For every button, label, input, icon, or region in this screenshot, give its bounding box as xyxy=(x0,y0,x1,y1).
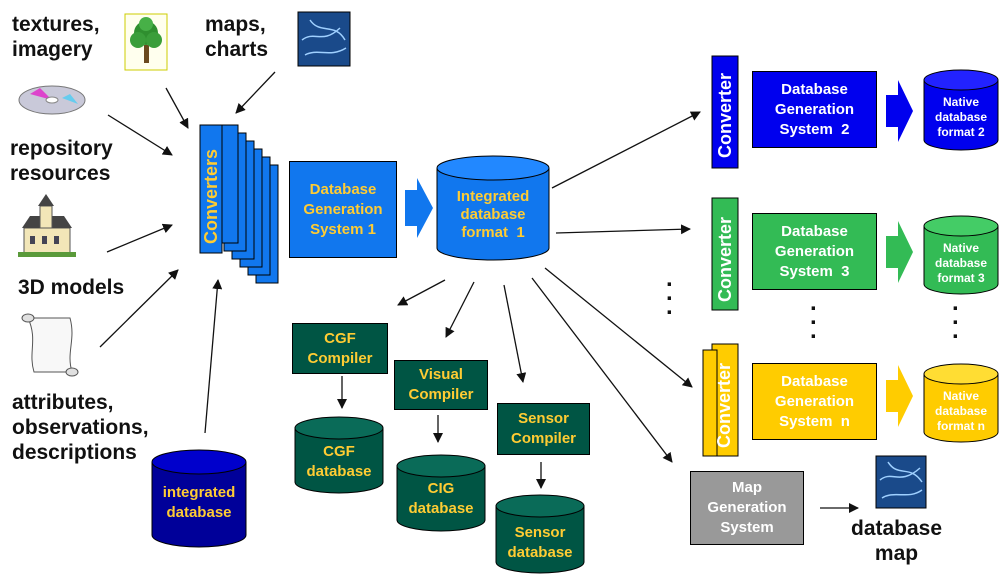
label-maps-charts: maps, charts xyxy=(205,13,269,61)
integrated-database-format-1: Integrated database format 1 xyxy=(456,188,530,241)
cgf-compiler: CGF Compiler xyxy=(292,323,388,374)
converters-label: Converters xyxy=(201,149,221,244)
native-database-format-3: Native database format 3 xyxy=(934,240,988,285)
dgs1-arrow xyxy=(405,178,433,238)
cgf-database: CGF database xyxy=(306,443,372,480)
sensor-compiler: Sensor Compiler xyxy=(497,403,590,455)
cgf-database-cylinder xyxy=(294,416,384,494)
label-textures-imagery: textures, imagery xyxy=(12,13,100,61)
sensor-database: Sensor database xyxy=(507,524,573,561)
label-database-map: database map xyxy=(851,517,943,565)
native-database-format-2: Native database format 2 xyxy=(934,94,988,139)
database-generation-system-2: Database Generation System 2 xyxy=(752,71,877,148)
converter-n: Converter xyxy=(702,343,739,457)
tree-icon xyxy=(124,13,168,71)
native-database-format-n: Native database format n xyxy=(934,388,988,433)
label-attributes: attributes, observations, descriptions xyxy=(12,391,149,464)
input-arrows xyxy=(99,71,276,434)
database-generation-system-3: Database Generation System 3 xyxy=(752,213,877,290)
label-3d-models: 3D models xyxy=(18,276,125,299)
dgs3-arrow xyxy=(886,221,913,283)
ellipsis-dots: . . . xyxy=(952,289,959,344)
database-generation-system-1: Database Generation System 1 xyxy=(289,161,397,258)
visual-compiler: Visual Compiler xyxy=(394,360,488,410)
integrated-database-cylinder xyxy=(151,449,247,548)
converters-stack: Converters xyxy=(199,124,279,284)
dgsn-arrow xyxy=(886,365,913,427)
converter-2: Converter xyxy=(711,55,739,169)
label-repository-resources: repository resources xyxy=(10,137,113,185)
cd-icon xyxy=(18,85,86,115)
native-2-cylinder xyxy=(923,69,999,151)
dgs2-arrow xyxy=(886,80,913,142)
church-icon xyxy=(18,194,76,257)
svg-text:Converter: Converter xyxy=(715,73,735,158)
svg-text:Converter: Converter xyxy=(714,363,734,448)
ellipsis-dots: . . . xyxy=(810,289,817,344)
database-generation-system-n: Database Generation System n xyxy=(752,363,877,440)
native-n-cylinder xyxy=(923,363,999,443)
map-icon xyxy=(297,11,351,67)
distribution-arrows xyxy=(337,111,859,513)
map-icon-output xyxy=(875,455,927,509)
integrated-format-cylinder xyxy=(436,155,550,261)
ellipsis-dots: . . . xyxy=(666,265,673,320)
cig-database: CIG database xyxy=(408,480,474,517)
sensor-database-cylinder xyxy=(495,494,585,574)
cig-database-cylinder xyxy=(396,454,486,532)
converter-3: Converter xyxy=(711,197,739,311)
scroll-icon xyxy=(21,313,79,377)
native-3-cylinder xyxy=(923,215,999,295)
integrated-database: integrated database xyxy=(162,484,236,521)
svg-text:Converter: Converter xyxy=(715,217,735,302)
map-generation-system: Map Generation System xyxy=(690,471,804,545)
